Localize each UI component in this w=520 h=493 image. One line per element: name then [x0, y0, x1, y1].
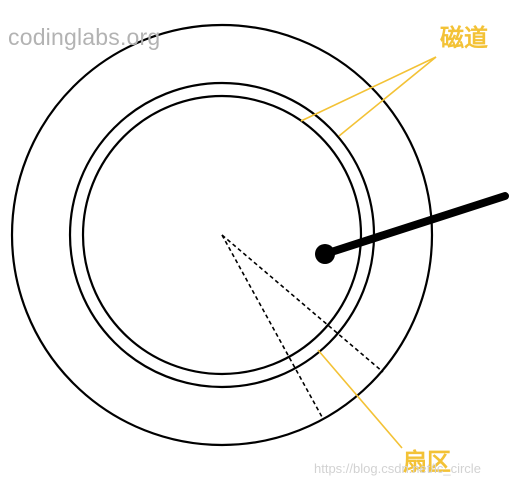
track-inner-ring — [81, 94, 363, 376]
sector-boundary-left — [221, 234, 323, 418]
sector-boundary-right — [221, 234, 384, 373]
sector-leader — [317, 349, 403, 449]
sector-label: 扇区 — [403, 448, 451, 476]
track-leader-outer — [338, 56, 437, 137]
platter-outer-edge — [10, 23, 434, 447]
track-label: 磁道 — [440, 24, 488, 52]
watermark-text: codinglabs.org — [8, 24, 161, 50]
read-write-arm — [321, 192, 509, 258]
track-leader-inner — [300, 56, 437, 122]
read-write-head — [315, 244, 335, 264]
source-credit: https://blog.csdn.net/lc_circle — [314, 461, 481, 476]
